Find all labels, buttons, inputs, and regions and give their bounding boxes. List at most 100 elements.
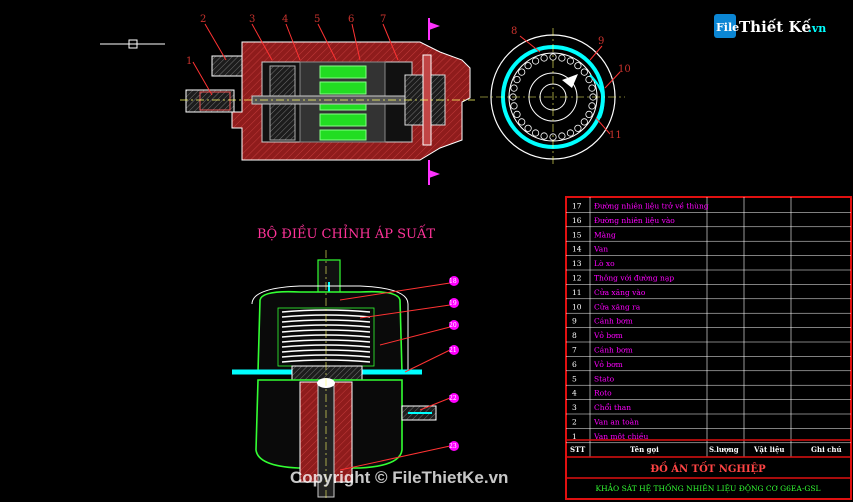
impeller-teeth xyxy=(509,53,597,141)
impeller-tooth xyxy=(510,84,518,92)
callout-dot-18 xyxy=(449,276,459,286)
logo-text-a: File xyxy=(716,21,739,34)
fuel-channel xyxy=(589,74,605,119)
callout-21: 21 xyxy=(449,347,457,354)
callout-7: 7 xyxy=(380,14,386,25)
callout-6: 6 xyxy=(348,14,354,25)
table-row-number: 16 xyxy=(572,216,582,225)
table-row-name: Cánh bơm xyxy=(594,317,633,326)
table-row-name: Van một chiều xyxy=(593,432,648,441)
header-stt: STT xyxy=(570,445,586,454)
pump-front-view: 8 9 10 11 xyxy=(480,26,631,166)
valve-seat-plate xyxy=(291,365,363,381)
callout-11: 11 xyxy=(609,130,622,141)
callout-dot-23 xyxy=(449,441,459,451)
section-title: BỘ ĐIỀU CHỈNH ÁP SUẤT xyxy=(257,224,435,242)
callout-dot-19 xyxy=(449,298,459,308)
impeller-tooth xyxy=(558,132,566,140)
table-row-name: Cửa xăng vào xyxy=(594,288,646,297)
logo-text-c: .vn xyxy=(808,22,826,35)
regulator-callouts: 18 19 20 21 22 23 xyxy=(339,276,459,471)
header-qty: S.lượng xyxy=(709,445,739,454)
table-row-name: Lò xo xyxy=(594,259,615,268)
impeller-tooth xyxy=(566,57,575,65)
table-row-name: Màng xyxy=(594,230,616,239)
impeller-tooth xyxy=(518,118,526,126)
callout-22: 22 xyxy=(449,395,457,402)
table-row-number: 2 xyxy=(572,418,577,427)
table-row-number: 4 xyxy=(572,389,577,398)
logo-box xyxy=(714,14,736,38)
impeller-tooth xyxy=(524,62,532,70)
table-row-name: Đường nhiên liệu vào xyxy=(594,216,675,225)
watermark-text: Copyright © FileThietKe.vn xyxy=(290,468,508,487)
callout-2: 2 xyxy=(200,14,206,25)
impeller-tooth xyxy=(540,132,548,140)
pressure-regulator: 18 19 20 21 22 23 xyxy=(232,250,459,498)
table-row-number: 11 xyxy=(572,288,582,297)
impeller-tooth xyxy=(558,54,566,62)
table-row-number: 8 xyxy=(572,331,577,340)
callout-19: 19 xyxy=(449,300,457,307)
impeller-tooth xyxy=(510,102,518,110)
callout-1: 1 xyxy=(186,56,192,67)
title-block-title: ĐỒ ÁN TỐT NGHIỆP xyxy=(650,462,766,475)
callout-8: 8 xyxy=(511,26,517,37)
section-arrow-bottom xyxy=(429,170,440,178)
callout-20: 20 xyxy=(449,322,457,329)
impeller-tooth xyxy=(574,62,582,70)
callout-3: 3 xyxy=(249,14,255,25)
callout-18: 18 xyxy=(449,278,457,285)
table-row-number: 14 xyxy=(572,245,582,254)
table-row-name: Stato xyxy=(594,374,615,383)
table-frame xyxy=(565,196,852,500)
header-note: Ghi chú xyxy=(811,445,842,454)
impeller-tooth xyxy=(574,124,582,132)
table-row-number: 7 xyxy=(572,346,577,355)
impeller-tooth xyxy=(518,68,526,76)
spring-coil xyxy=(281,339,371,343)
impeller-tooth xyxy=(588,102,596,110)
table-row-number: 9 xyxy=(572,317,577,326)
table-row-name: Đường nhiên liệu trở về thùng xyxy=(594,202,709,211)
spring-coil xyxy=(281,344,371,348)
section-arrow-top xyxy=(429,22,440,30)
callout-23: 23 xyxy=(449,443,457,450)
callout-9: 9 xyxy=(598,36,604,47)
header-name: Tên gọi xyxy=(630,445,659,454)
table-row-name: Cửa xăng ra xyxy=(594,302,641,311)
spring-coil xyxy=(281,354,371,358)
table-row-number: 12 xyxy=(572,274,582,283)
impeller-tooth xyxy=(531,129,540,137)
callout-10: 10 xyxy=(618,64,631,75)
impeller-tooth xyxy=(531,57,540,65)
callout-dot-22 xyxy=(449,393,459,403)
table-row-name: Vỏ bơm xyxy=(593,331,623,340)
table-row-name: Roto xyxy=(594,389,612,398)
table-row-number: 5 xyxy=(572,374,577,383)
parts-table: 1 7 Đường nhiên liệu trở về thùng 16 Đường n… xyxy=(565,196,852,500)
table-row-name: Chổi than xyxy=(594,403,631,412)
outlet-fitting xyxy=(185,89,235,113)
callout-dot-21 xyxy=(449,345,459,355)
title-block-subtitle: KHẢO SÁT HỆ THỐNG NHIÊN LIỆU ĐỘNG CƠ G6E… xyxy=(596,483,821,493)
table-row-name: Vỏ bơm xyxy=(593,360,623,369)
rotation-arrow xyxy=(562,74,578,88)
inlet-fitting xyxy=(211,55,243,77)
callout-4: 4 xyxy=(282,14,288,25)
logo-text-b: Thiết Kế xyxy=(739,18,811,36)
table-row-number: 10 xyxy=(572,302,582,311)
upper-cap-outline xyxy=(251,285,409,372)
table-row-name: Van an toàn xyxy=(593,418,639,427)
table-row-number: 1 xyxy=(572,432,577,441)
table-row-name: Cánh bơm xyxy=(594,346,633,355)
callout-5: 5 xyxy=(314,14,320,25)
impeller-tooth xyxy=(513,76,521,84)
outlet-thread xyxy=(199,91,231,111)
impeller-tooth xyxy=(540,54,548,62)
table-rows: 1 7 Đường nhiên liệu trở về thùng 16 Đường n… xyxy=(566,202,851,444)
impeller-tooth xyxy=(588,84,596,92)
table-row-name: Thông với đường nạp xyxy=(594,274,674,283)
impeller-tooth xyxy=(580,68,588,76)
